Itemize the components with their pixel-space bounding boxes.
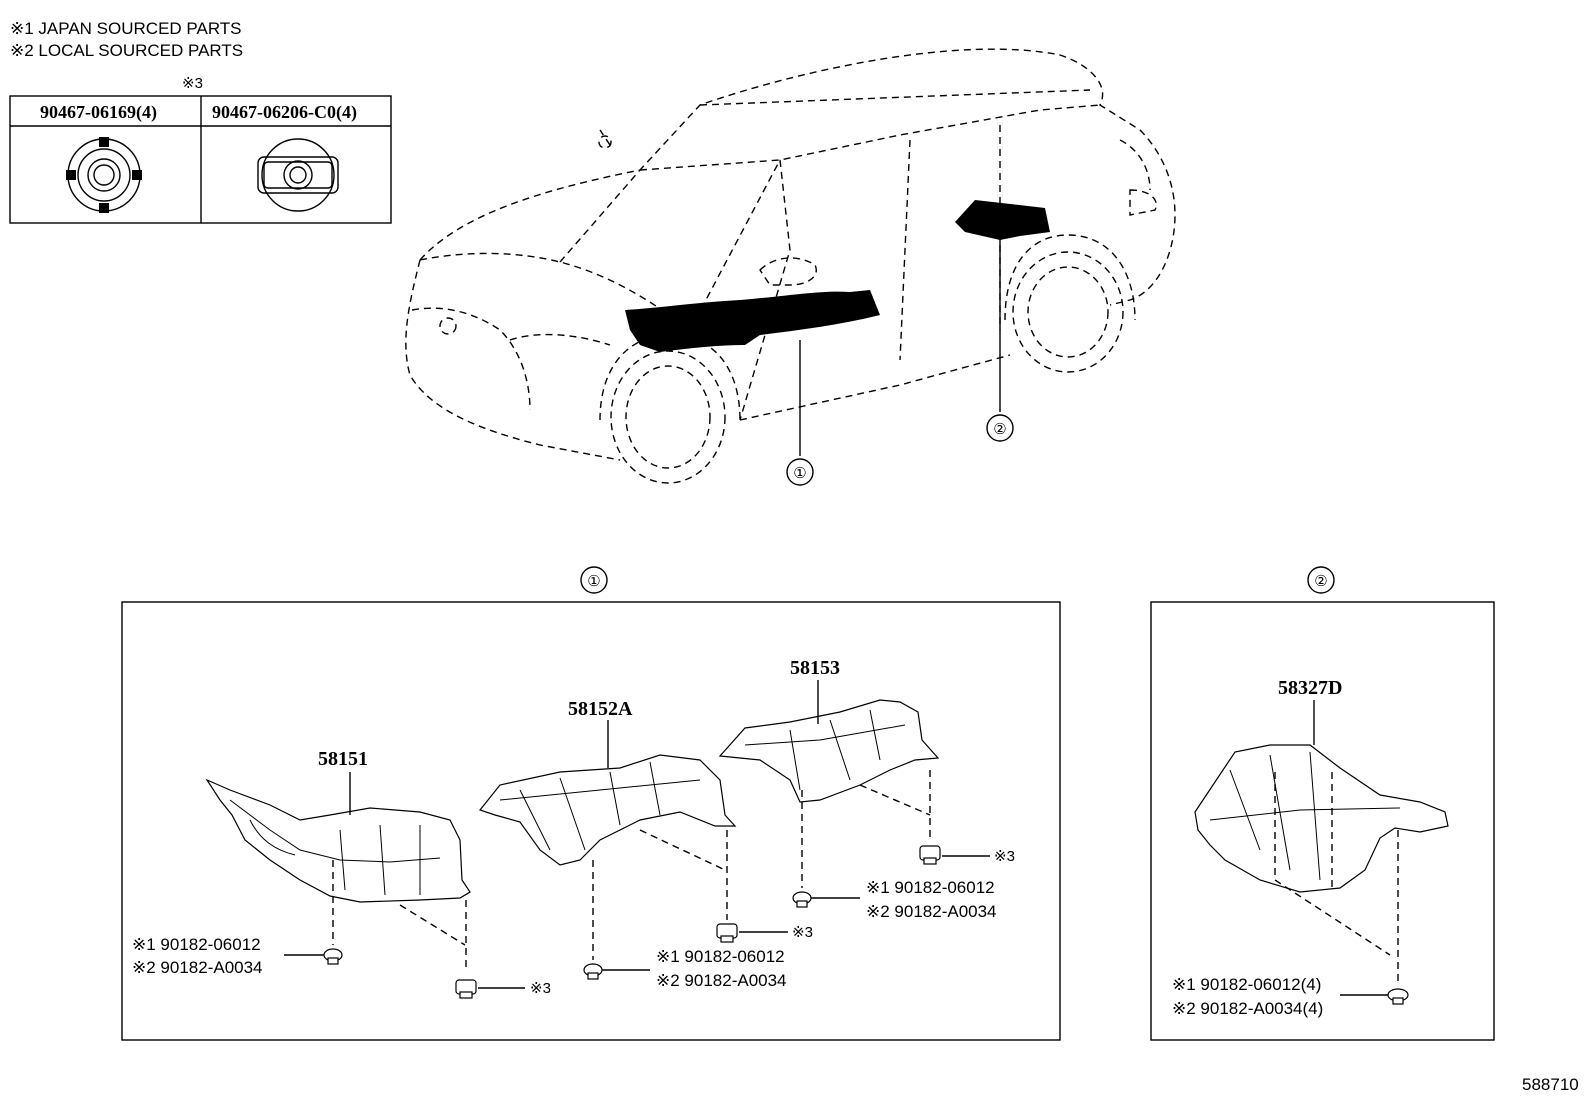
car-callout-2: ② xyxy=(993,421,1006,438)
clip-d-mark: ※3 xyxy=(792,924,813,941)
square-clip-icon xyxy=(257,138,339,212)
legend-note-japan: ※1 JAPAN SOURCED PARTS xyxy=(10,19,242,38)
clip-c xyxy=(583,963,603,980)
figure-number: 588710 xyxy=(1522,1075,1579,1094)
group-2-clip-line1: ※1 90182-06012(4) xyxy=(1172,975,1321,994)
insulator-58151: 58151 xyxy=(205,748,471,903)
front-floor-insulator-area xyxy=(625,290,880,352)
part-58152a-label: 58152A xyxy=(568,698,633,720)
clip-f-mark: ※3 xyxy=(994,848,1015,865)
car-callout-1: ① xyxy=(793,465,806,482)
group-2-title: ② xyxy=(1314,573,1327,590)
clip-a-line2: ※2 90182-A0034 xyxy=(132,958,263,977)
group-1-title: ① xyxy=(587,573,600,590)
group-1-panel: ① 58151 ※1 90182-06012 ※2 90182-A0034 ※3 xyxy=(121,566,1061,1041)
fastener-col2-label: 90467-06206-C0(4) xyxy=(212,102,357,123)
clip-c-line1: ※1 90182-06012 xyxy=(656,947,785,966)
legend-note-local: ※2 LOCAL SOURCED PARTS xyxy=(10,41,243,60)
round-clip-icon xyxy=(66,137,142,213)
part-58151-label: 58151 xyxy=(318,748,368,770)
clip-e xyxy=(792,891,812,908)
fastener-col1-label: 90467-06169(4) xyxy=(40,102,157,123)
clip-d xyxy=(716,923,738,943)
part-58327d-label: 58327D xyxy=(1278,677,1342,699)
group-2-panel: ② 58327D ※1 90182-06012(4) ※2 90182-A003… xyxy=(1150,566,1495,1041)
fastener-table: ※3 90467-06169(4) 90467-06206-C0(4) xyxy=(9,75,392,224)
clip-c-line2: ※2 90182-A0034 xyxy=(656,971,787,990)
rear-floor-insulator-area xyxy=(955,200,1050,240)
clip-b-mark: ※3 xyxy=(530,980,551,997)
clip-g xyxy=(1387,988,1409,1005)
part-58153-label: 58153 xyxy=(790,657,840,679)
clip-a xyxy=(323,948,343,965)
vehicle-outline: ① ② xyxy=(405,48,1176,486)
insulator-58153: 58153 xyxy=(718,657,940,803)
clip-a-line1: ※1 90182-06012 xyxy=(132,935,261,954)
clip-b xyxy=(455,979,477,999)
fastener-table-mark: ※3 xyxy=(182,75,203,92)
insulator-58327d: 58327D xyxy=(1194,677,1449,893)
clip-e-line1: ※1 90182-06012 xyxy=(866,878,995,897)
group-2-clip-line2: ※2 90182-A0034(4) xyxy=(1172,999,1323,1018)
insulator-58152a: 58152A xyxy=(478,698,737,866)
clip-e-line2: ※2 90182-A0034 xyxy=(866,902,997,921)
clip-f xyxy=(919,845,941,865)
